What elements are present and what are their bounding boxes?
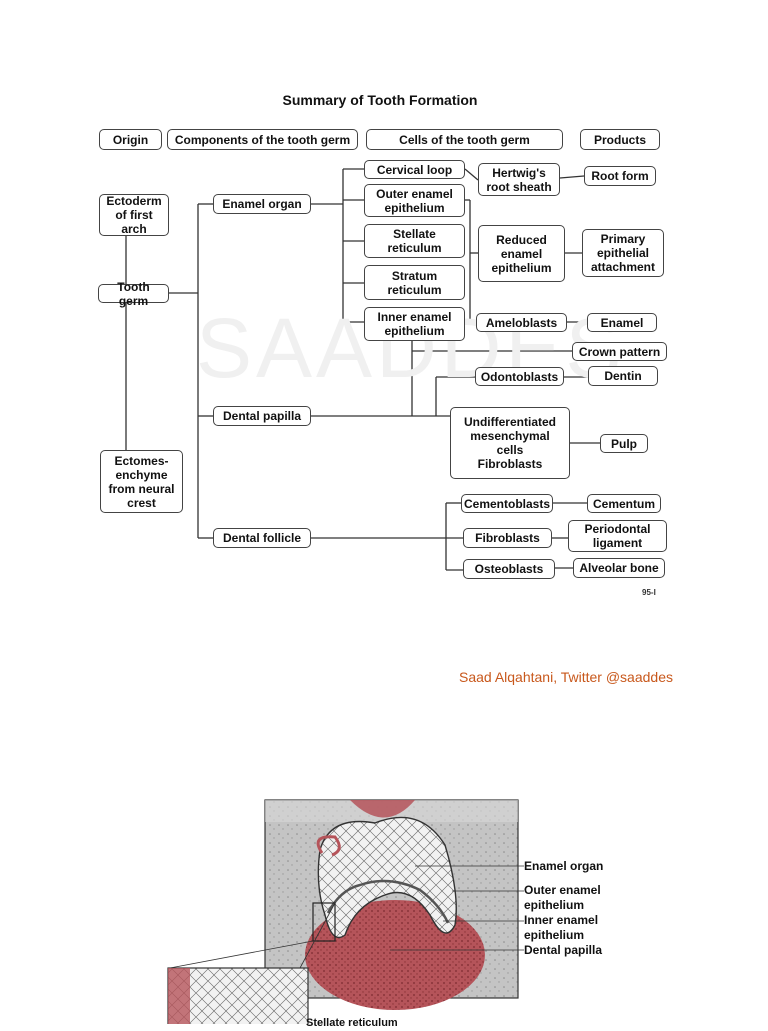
cell-outer-enamel: Outer enamel epithelium <box>364 184 465 217</box>
figure-code: 95-I <box>642 588 656 597</box>
origin-ectomesenchyme: Ectomes- enchyme from neural crest <box>100 450 183 513</box>
cell-fibroblasts: Fibroblasts <box>463 528 552 548</box>
cell-reduced-enamel: Reduced enamel epithelium <box>478 225 565 282</box>
product-crown-pattern: Crown pattern <box>572 342 667 361</box>
product-enamel: Enamel <box>587 313 657 332</box>
product-root-form: Root form <box>584 166 656 186</box>
label-outer-enamel: Outer enamel epithelium <box>524 883 601 913</box>
credit-text: Saad Alqahtani, Twitter @saaddes <box>459 669 673 685</box>
cell-stratum: Stratum reticulum <box>364 265 465 300</box>
origin-tooth-germ: Tooth germ <box>98 284 169 303</box>
component-dental-papilla: Dental papilla <box>213 406 311 426</box>
component-dental-follicle: Dental follicle <box>213 528 311 548</box>
header-products: Products <box>580 129 660 150</box>
header-components: Components of the tooth germ <box>167 129 358 150</box>
cell-odontoblasts: Odontoblasts <box>475 367 564 386</box>
cell-hertwig: Hertwig's root sheath <box>478 163 560 196</box>
product-primary-attachment: Primary epithelial attachment <box>582 229 664 277</box>
cell-cervical-loop: Cervical loop <box>364 160 465 179</box>
product-dentin: Dentin <box>588 366 658 386</box>
cell-ameloblasts: Ameloblasts <box>476 313 567 332</box>
product-cementum: Cementum <box>587 494 661 513</box>
cell-osteoblasts: Osteoblasts <box>463 559 555 579</box>
header-origin: Origin <box>99 129 162 150</box>
cell-cementoblasts: Cementoblasts <box>461 494 553 513</box>
label-dental-papilla: Dental papilla <box>524 943 602 958</box>
cell-stellate: Stellate reticulum <box>364 224 465 258</box>
label-inner-enamel: Inner enamel epithelium <box>524 913 598 943</box>
cell-undifferentiated: Undifferentiated mesenchymal cells Fibro… <box>450 407 570 479</box>
product-alveolar-bone: Alveolar bone <box>573 558 665 578</box>
component-enamel-organ: Enamel organ <box>213 194 311 214</box>
header-cells: Cells of the tooth germ <box>366 129 563 150</box>
cell-inner-enamel: Inner enamel epithelium <box>364 307 465 341</box>
origin-ectoderm: Ectoderm of first arch <box>99 194 169 236</box>
product-periodontal: Periodontal ligament <box>568 520 667 552</box>
label-enamel-organ: Enamel organ <box>524 859 603 874</box>
product-pulp: Pulp <box>600 434 648 453</box>
